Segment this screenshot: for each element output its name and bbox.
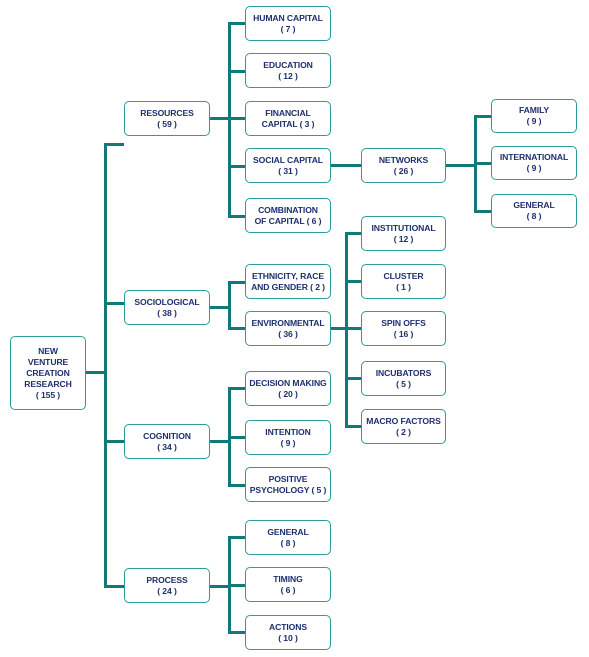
node-networks-general: GENERAL ( 8 ) <box>491 194 577 228</box>
connector <box>210 585 230 588</box>
node-timing: TIMING ( 6 ) <box>245 567 331 602</box>
node-label: FAMILY ( 9 ) <box>518 105 550 126</box>
node-environmental: ENVIRONMENTAL ( 36 ) <box>245 311 331 346</box>
connector <box>210 440 230 443</box>
node-label: SOCIOLOGICAL ( 38 ) <box>134 296 200 318</box>
node-label: INSTITUTIONAL ( 12 ) <box>371 222 436 244</box>
connector <box>228 387 245 390</box>
node-macro-factors: MACRO FACTORS ( 2 ) <box>361 409 446 444</box>
node-institutional: INSTITUTIONAL ( 12 ) <box>361 216 446 251</box>
node-label: GENERAL ( 8 ) <box>267 526 309 548</box>
connector <box>228 215 245 218</box>
connector <box>228 631 245 634</box>
connector <box>104 440 124 443</box>
connector <box>86 371 106 374</box>
node-label: HUMAN CAPITAL ( 7 ) <box>253 12 323 34</box>
connector <box>228 536 245 539</box>
node-label: MACRO FACTORS ( 2 ) <box>366 415 441 437</box>
node-family: FAMILY ( 9 ) <box>491 99 577 133</box>
node-incubators: INCUBATORS ( 5 ) <box>361 361 446 396</box>
connector <box>228 327 245 330</box>
node-resources: RESOURCES ( 59 ) <box>124 101 210 136</box>
node-label: ACTIONS ( 10 ) <box>269 621 307 643</box>
connector <box>104 302 124 305</box>
connector <box>474 162 491 165</box>
connector <box>331 164 361 167</box>
node-label: CLUSTER ( 1 ) <box>383 270 424 292</box>
node-label: POSITIVE PSYCHOLOGY ( 5 ) <box>249 473 327 495</box>
node-sociological: SOCIOLOGICAL ( 38 ) <box>124 290 210 325</box>
node-label: PROCESS ( 24 ) <box>146 574 188 596</box>
node-label: TIMING ( 6 ) <box>273 573 303 595</box>
node-label: EDUCATION ( 12 ) <box>263 59 313 81</box>
connector <box>228 584 245 587</box>
connector <box>345 327 361 330</box>
node-ethnicity-race-gender: ETHNICITY, RACE AND GENDER ( 2 ) <box>245 264 331 299</box>
connector <box>104 143 107 588</box>
node-label: INTENTION ( 9 ) <box>265 426 311 448</box>
node-process-general: GENERAL ( 8 ) <box>245 520 331 555</box>
node-label: COMBINATION OF CAPITAL ( 6 ) <box>254 204 322 226</box>
node-financial-capital: FINANCIAL CAPITAL ( 3 ) <box>245 101 331 136</box>
node-label: FINANCIAL CAPITAL ( 3 ) <box>261 107 315 129</box>
node-international: INTERNATIONAL ( 9 ) <box>491 146 577 180</box>
node-label: INCUBATORS ( 5 ) <box>375 367 432 389</box>
connector <box>345 377 361 380</box>
node-label: NEW VENTURE CREATION RESEARCH ( 155 ) <box>24 345 72 400</box>
node-decision-making: DECISION MAKING ( 20 ) <box>245 371 331 406</box>
node-label: ENVIRONMENTAL ( 36 ) <box>251 317 325 339</box>
node-label: ETHNICITY, RACE AND GENDER ( 2 ) <box>251 270 325 292</box>
node-social-capital: SOCIAL CAPITAL ( 31 ) <box>245 148 331 183</box>
node-networks: NETWORKS ( 26 ) <box>361 148 446 183</box>
connector <box>228 281 231 330</box>
node-cluster: CLUSTER ( 1 ) <box>361 264 446 299</box>
connector <box>228 22 245 25</box>
connector <box>345 280 361 283</box>
node-label: COGNITION ( 34 ) <box>143 430 191 452</box>
connector <box>345 232 361 235</box>
connector <box>228 484 245 487</box>
node-label: RESOURCES ( 59 ) <box>140 107 194 129</box>
connector <box>210 306 230 309</box>
node-root: NEW VENTURE CREATION RESEARCH ( 155 ) <box>10 336 86 410</box>
node-process: PROCESS ( 24 ) <box>124 568 210 603</box>
connector <box>228 436 245 439</box>
node-label: GENERAL ( 8 ) <box>513 200 555 221</box>
connector <box>228 281 245 284</box>
connector <box>345 232 348 428</box>
node-label: INTERNATIONAL ( 9 ) <box>499 152 569 173</box>
connector <box>474 210 491 213</box>
connector <box>474 115 491 118</box>
connector <box>228 165 245 168</box>
node-label: NETWORKS ( 26 ) <box>378 154 429 176</box>
node-actions: ACTIONS ( 10 ) <box>245 615 331 650</box>
connector <box>228 70 245 73</box>
node-label: SPIN OFFS ( 16 ) <box>381 317 426 339</box>
node-positive-psychology: POSITIVE PSYCHOLOGY ( 5 ) <box>245 467 331 502</box>
node-cognition: COGNITION ( 34 ) <box>124 424 210 459</box>
node-human-capital: HUMAN CAPITAL ( 7 ) <box>245 6 331 41</box>
node-education: EDUCATION ( 12 ) <box>245 53 331 88</box>
connector <box>104 143 124 146</box>
node-intention: INTENTION ( 9 ) <box>245 420 331 455</box>
node-combination-of-capital: COMBINATION OF CAPITAL ( 6 ) <box>245 198 331 233</box>
connector <box>228 117 245 120</box>
node-label: DECISION MAKING ( 20 ) <box>249 377 327 399</box>
connector <box>446 164 476 167</box>
connector <box>345 425 361 428</box>
node-label: SOCIAL CAPITAL ( 31 ) <box>253 154 323 176</box>
node-spin-offs: SPIN OFFS ( 16 ) <box>361 311 446 346</box>
connector <box>228 22 231 218</box>
connector <box>104 585 124 588</box>
connector <box>331 327 347 330</box>
connector <box>210 117 230 120</box>
